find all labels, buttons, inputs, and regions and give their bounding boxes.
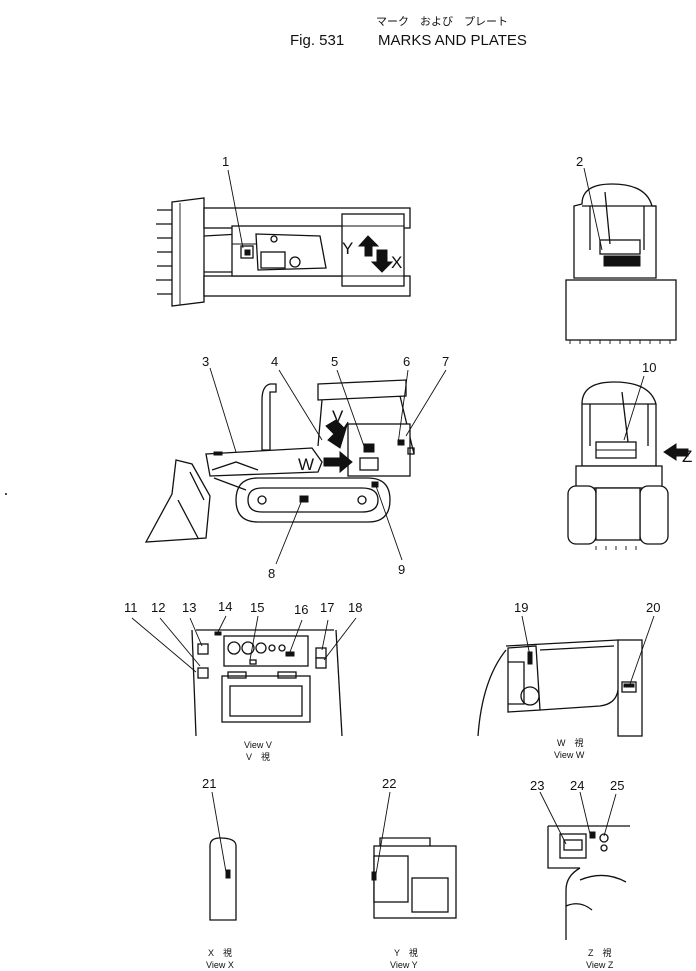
view-w-drawing (477, 639, 643, 737)
figure-title: MARKS AND PLATES (378, 32, 527, 49)
callout-18: 18 (348, 600, 362, 615)
callout-15: 15 (250, 600, 264, 615)
view-letter-w: W (298, 455, 314, 474)
view-y-caption-en: View Y (390, 960, 418, 970)
view-letter-y: Y (342, 239, 353, 258)
view-arrow-z (663, 443, 689, 461)
callout-2: 2 (576, 154, 583, 169)
callout-10: 10 (642, 360, 656, 375)
callout-14: 14 (218, 599, 232, 614)
callout-20: 20 (646, 600, 660, 615)
callout-5: 5 (331, 354, 338, 369)
view-v-drawing (191, 629, 343, 737)
view-v-caption-jp: V 視 (246, 751, 270, 762)
callout-24: 24 (570, 778, 584, 793)
view-x-caption-en: View X (206, 960, 234, 970)
view-arrow-x (370, 249, 394, 273)
figure-number: Fig. 531 (290, 32, 344, 49)
callout-11: 11 (124, 600, 138, 615)
callout-9: 9 (398, 562, 405, 577)
view-w-caption-jp: W 視 (557, 737, 584, 748)
view-arrow-v (325, 419, 349, 449)
callout-3: 3 (202, 354, 209, 369)
callout-25: 25 (610, 778, 624, 793)
view-z-drawing (547, 825, 630, 940)
view-y-drawing (371, 837, 457, 919)
view-z-caption-en: View Z (586, 960, 614, 970)
top-view-drawing (156, 197, 411, 307)
callout-8: 8 (268, 566, 275, 581)
view-letter-z: Z (682, 447, 692, 466)
view-letter-x: X (391, 253, 402, 272)
callout-19: 19 (514, 600, 528, 615)
scan-dot (5, 493, 7, 495)
callout-16: 16 (294, 602, 308, 617)
view-x-caption-jp: X 視 (208, 947, 232, 958)
title-japanese: マーク および プレート (376, 15, 508, 28)
view-arrow-w (323, 450, 353, 474)
callout-17: 17 (320, 600, 334, 615)
callout-4: 4 (271, 354, 278, 369)
callout-21: 21 (202, 776, 216, 791)
view-y-caption-jp: Y 視 (394, 947, 418, 958)
view-w-caption-en: View W (554, 750, 585, 760)
callout-22: 22 (382, 776, 396, 791)
view-arrow-y (357, 235, 380, 257)
callout-1: 1 (222, 154, 229, 169)
callout-7: 7 (442, 354, 449, 369)
callout-23: 23 (530, 778, 544, 793)
view-x-drawing (209, 837, 237, 921)
side-view-drawing (144, 379, 415, 543)
rear-cab-view-drawing (567, 381, 669, 550)
view-letter-v: V (332, 407, 344, 426)
view-z-caption-jp: Z 視 (588, 947, 612, 958)
callout-6: 6 (403, 354, 410, 369)
callout-12: 12 (151, 600, 165, 615)
rear-view-drawing (565, 183, 677, 344)
callout-13: 13 (182, 600, 196, 615)
view-v-caption-en: View V (244, 740, 272, 750)
